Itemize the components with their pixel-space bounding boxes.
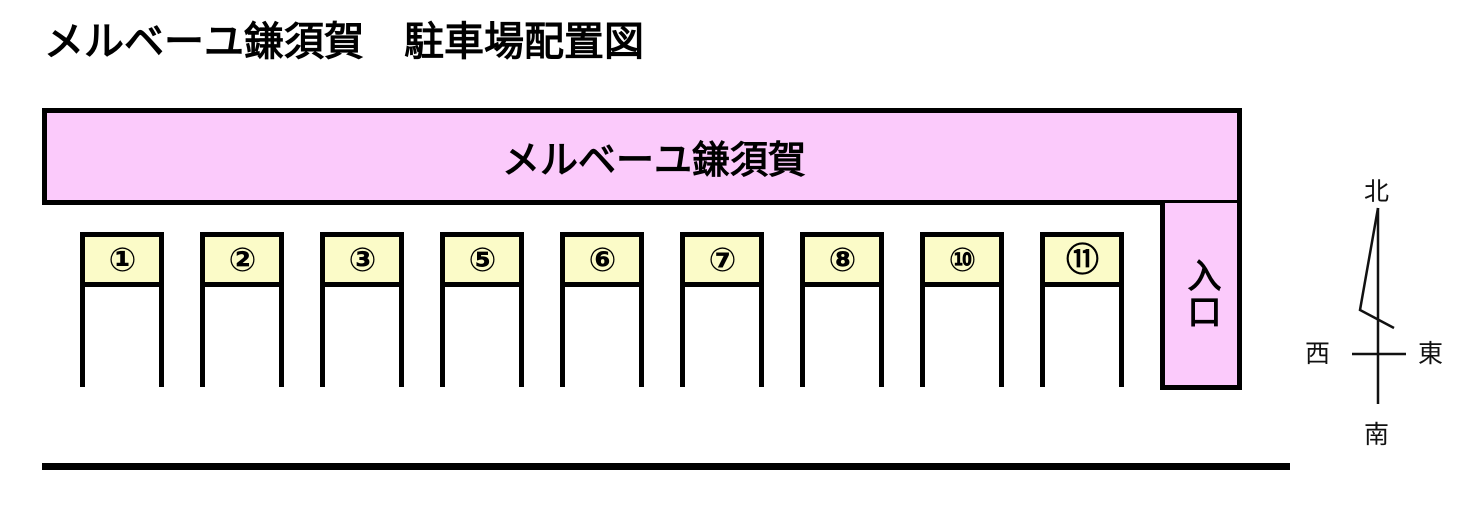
parking-stall-number: ⑩ [948, 240, 977, 279]
parking-stall-number: ② [228, 240, 257, 279]
compass-south-label: 南 [1364, 420, 1390, 449]
parking-stall[interactable]: ⑥ [560, 232, 644, 387]
building-block: メルベーユ鎌須賀 [42, 108, 1242, 205]
parking-stall-body [805, 287, 879, 387]
parking-stall-body [85, 287, 159, 387]
parking-stall[interactable]: ① [80, 232, 164, 387]
parking-stall[interactable]: ⑪ [1040, 232, 1124, 387]
compass-east-label: 東 [1418, 339, 1444, 368]
parking-stall-header: ⑧ [805, 237, 879, 287]
parking-stall-header: ⑪ [1045, 237, 1119, 287]
parking-stall-body [685, 287, 759, 387]
compass-north-label: 北 [1364, 177, 1390, 206]
parking-stall-body [565, 287, 639, 387]
page-title: メルベーユ鎌須賀 駐車場配置図 [44, 19, 644, 65]
parking-stall-body [1045, 287, 1119, 387]
parking-stall-body [325, 287, 399, 387]
parking-stall-header: ② [205, 237, 279, 287]
entrance-block: 入口 [1160, 203, 1242, 390]
parking-stall[interactable]: ⑧ [800, 232, 884, 387]
parking-stall-header: ③ [325, 237, 399, 287]
entrance-label: 入口 [1181, 258, 1222, 330]
parking-stall-header: ⑩ [925, 237, 999, 287]
parking-stall-number: ⑤ [468, 240, 497, 279]
parking-stall-number: ⑪ [1066, 240, 1099, 279]
parking-stall-header: ① [85, 237, 159, 287]
parking-stall-header: ⑤ [445, 237, 519, 287]
compass-west-label: 西 [1305, 339, 1331, 368]
parking-stall-body [445, 287, 519, 387]
parking-stall-header: ⑦ [685, 237, 759, 287]
parking-stall[interactable]: ② [200, 232, 284, 387]
parking-stall[interactable]: ⑩ [920, 232, 1004, 387]
compass-rose: 北 西 東 南 [1296, 176, 1468, 448]
parking-stall[interactable]: ⑦ [680, 232, 764, 387]
parking-stall-number: ⑦ [708, 240, 737, 279]
building-label: メルベーユ鎌須賀 [501, 138, 806, 182]
parking-stall-body [205, 287, 279, 387]
parking-stall-number: ① [108, 240, 137, 279]
parking-stall[interactable]: ③ [320, 232, 404, 387]
parking-stall-header: ⑥ [565, 237, 639, 287]
parking-stall[interactable]: ⑤ [440, 232, 524, 387]
parking-stall-number: ⑥ [588, 240, 617, 279]
parking-stall-number: ⑧ [828, 240, 857, 279]
parking-stall-number: ③ [348, 240, 377, 279]
parking-stall-body [925, 287, 999, 387]
road-boundary-line [42, 463, 1290, 470]
compass-needle-icon [1352, 207, 1406, 404]
